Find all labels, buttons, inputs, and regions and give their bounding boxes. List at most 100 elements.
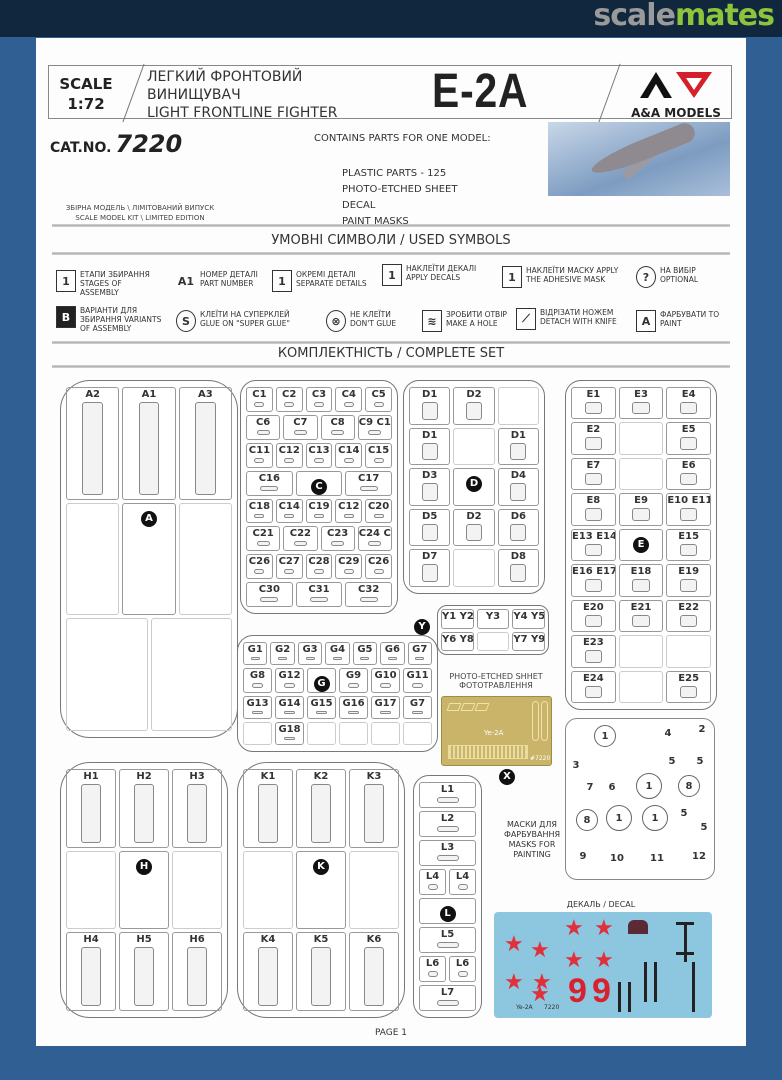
part-label: E8 <box>586 495 601 507</box>
part-cell: E16 E17 <box>571 564 616 597</box>
part-shape <box>373 457 384 463</box>
mask-piece: 1 <box>642 805 668 831</box>
symbol-text: НОМЕР ДЕТАЛІ PART NUMBER <box>200 270 258 288</box>
part-shape <box>343 569 354 575</box>
part-cell: C32 <box>345 582 393 608</box>
part-cell: E22 <box>666 599 712 633</box>
star-decal: ★ <box>532 970 552 995</box>
pe-title-en: PHOTO-ETCHED SHHET <box>449 672 543 681</box>
part-cell: C17 <box>345 470 393 496</box>
part-shape <box>258 947 278 1007</box>
part-shape <box>510 442 527 461</box>
part-label: D6 <box>510 510 526 522</box>
sprue-row: L1 <box>419 782 476 808</box>
part-label: Y1 Y2 <box>442 611 474 622</box>
part-cell: Y4 Y5 <box>512 609 546 629</box>
part-shape <box>436 942 459 948</box>
symbol-item: ⊗НЕ КЛЕЇТИ DON'T GLUE <box>326 310 414 332</box>
symbol-item: ⟋ВІДРІЗАТИ НОЖЕМ DETACH WITH KNIFE <box>516 308 630 330</box>
part-cell: D6 <box>497 508 539 547</box>
scalemates-logo[interactable]: scalemates <box>593 0 775 33</box>
symbol-text: НЕ КЛЕЇТИ DON'T GLUE <box>350 310 397 328</box>
part-cell: C15 <box>365 442 392 468</box>
symbol-text: ВАРІАНТИ ДЛЯ ЗБИРАННЯ VARIANTS OF ASSEMB… <box>80 306 162 333</box>
symbols-heading: УМОВНІ СИМВОЛИ / USED SYMBOLS <box>271 233 511 248</box>
part-shape <box>348 711 359 714</box>
symbol-2-icon: 1 <box>272 270 292 292</box>
part-label: E15 <box>678 530 700 542</box>
mask-piece: 5 <box>696 755 704 767</box>
part-label: C14 <box>338 444 360 456</box>
part-shape <box>584 543 602 557</box>
pe-code: #7220 <box>530 755 551 762</box>
part-label: C27 <box>278 556 300 568</box>
symbol-text: ЕТАПИ ЗБИРАННЯ STAGES OF ASSEMBLY <box>80 270 150 297</box>
part-cell: C28 <box>305 554 333 580</box>
part-cell <box>339 722 368 745</box>
part-cell: G10 <box>371 668 400 693</box>
part-shape <box>316 711 327 714</box>
part-cell <box>453 549 495 587</box>
part-shape <box>81 947 101 1007</box>
sprue-c-badge: C <box>311 478 327 495</box>
part-cell: D5 <box>409 508 451 547</box>
part-shape <box>293 429 307 435</box>
part-shape <box>195 402 216 495</box>
part-label: Y3 <box>485 611 501 622</box>
brand-name: A&A MODELS <box>631 106 721 120</box>
part-cell: G18 <box>275 722 304 745</box>
pe-title-ua: ФОТОТРАВЛЕННЯ <box>459 681 533 690</box>
part-label: A3 <box>197 389 213 400</box>
contents-item: PAINT MASKS <box>342 216 409 227</box>
part-label: C23 <box>326 528 349 540</box>
part-cell: C6 <box>246 414 281 440</box>
part-label: Y4 Y5 <box>513 611 546 622</box>
mask-piece: 5 <box>680 807 688 819</box>
part-label: K2 <box>313 771 329 782</box>
part-cell: L6 <box>419 956 446 982</box>
mask-piece: 8 <box>576 809 598 831</box>
part-shape <box>421 442 438 461</box>
sprue-row: L <box>419 898 476 924</box>
logo-part: mates <box>674 0 775 33</box>
part-cell: C12 <box>335 498 363 524</box>
part-cell <box>243 722 272 745</box>
part-label: E3 <box>634 389 648 400</box>
part-label: G12 <box>278 670 301 681</box>
part-cell <box>371 722 400 745</box>
sprue-row: A <box>66 502 232 616</box>
page-number: PAGE 1 <box>374 1028 408 1038</box>
sprue-row: L2 <box>419 811 476 837</box>
decal-instrument-panel <box>628 920 648 934</box>
part-shape <box>680 508 698 521</box>
part-cell: G7 <box>407 642 432 665</box>
title-ua-line2: ВИНИЩУВАЧ <box>147 87 241 103</box>
cat-number: 7220 <box>115 130 183 158</box>
part-shape <box>427 971 438 977</box>
part-label: D1 <box>422 429 438 441</box>
contents-item: DECAL <box>342 200 376 211</box>
decal-stripe <box>654 962 657 1002</box>
symbol-6-icon: B <box>56 306 76 328</box>
part-shape <box>584 472 602 486</box>
sprue-y-badge: Y <box>414 619 430 635</box>
symbol-text: ВІДРІЗАТИ НОЖЕМ DETACH WITH KNIFE <box>540 308 617 326</box>
sprue-row: G18 <box>243 722 432 745</box>
part-label: G7 <box>412 644 428 655</box>
part-shape <box>359 597 378 603</box>
symbol-10-icon: ⟋ <box>516 308 536 330</box>
aircraft-fuselage <box>588 122 698 180</box>
part-label: G3 <box>302 644 318 655</box>
part-label: E1 <box>586 389 601 400</box>
part-label: G15 <box>310 698 333 709</box>
part-shape <box>436 797 459 803</box>
part-shape <box>360 657 370 660</box>
part-shape <box>466 402 482 420</box>
star-decal: ★ <box>594 916 614 941</box>
part-label: E7 <box>586 459 601 471</box>
